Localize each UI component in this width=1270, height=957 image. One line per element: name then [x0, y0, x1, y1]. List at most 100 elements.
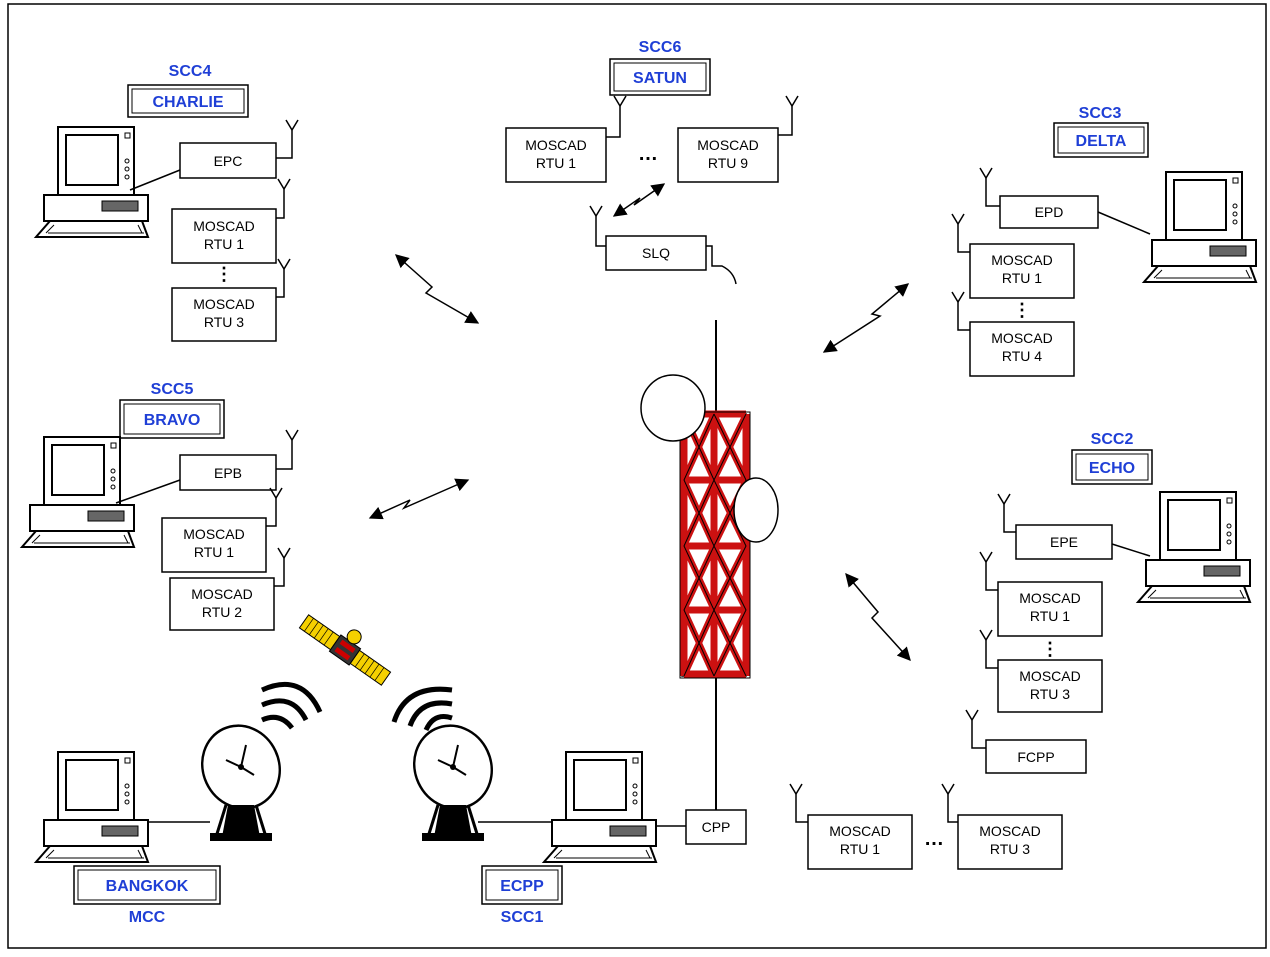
antenna-icon — [785, 95, 799, 131]
site-code: SCC3 — [1079, 105, 1122, 122]
rtu-box[interactable] — [505, 127, 607, 183]
rtu-box[interactable] — [957, 814, 1063, 870]
cpp-rtu-group: MOSCAD RTU 1 … MOSCAD RTU 3 — [789, 783, 1063, 870]
site-code: MCC — [129, 909, 166, 926]
antenna-icon — [589, 205, 603, 241]
antenna-icon — [277, 258, 291, 294]
rtu-label-line2: RTU 3 — [204, 314, 244, 330]
rtu-label-line2: RTU 1 — [536, 155, 576, 171]
rtu-label-line1: MOSCAD — [991, 330, 1052, 346]
antenna-icon — [277, 178, 291, 214]
ep-label: EPE — [1050, 534, 1078, 550]
computer-icon[interactable] — [1143, 171, 1257, 283]
rtu-box[interactable] — [997, 659, 1103, 713]
rtu-box[interactable] — [677, 127, 779, 183]
radio-links — [368, 254, 911, 662]
slq-box[interactable] — [605, 235, 707, 271]
antenna-icon — [951, 291, 965, 327]
rtu-label-line2: RTU 1 — [840, 841, 880, 857]
site-name: SATUN — [633, 70, 687, 87]
ellipsis-vertical: ⋮ — [215, 264, 233, 284]
site-name: DELTA — [1076, 133, 1127, 150]
rtu-box[interactable] — [171, 287, 277, 342]
ellipsis-horizontal: … — [924, 828, 944, 850]
rtu-label-line1: MOSCAD — [1019, 668, 1080, 684]
site-name: BRAVO — [144, 412, 201, 429]
rtu-label-line1: MOSCAD — [1019, 590, 1080, 606]
site-code: SCC1 — [501, 909, 544, 926]
rtu-label-line2: RTU 3 — [990, 841, 1030, 857]
radio-link-arrow — [822, 283, 910, 353]
site-mcc: BANGKOK MCC — [35, 681, 323, 926]
antenna-icon — [979, 167, 993, 203]
site-scc6: SCC6 SATUN MOSCAD RTU 1 … MOSCAD RTU 9 S… — [505, 39, 799, 285]
tower-lattice-red — [679, 410, 751, 679]
radio-link-arrow — [368, 478, 470, 520]
site-name: BANGKOK — [106, 878, 189, 895]
radio-tower: CPP — [640, 320, 779, 845]
site-scc4: SCC4 CHARLIE EPC MOSCAD RTU 1 ⋮ MOSCAD R… — [35, 63, 299, 342]
rtu-label-line2: RTU 9 — [708, 155, 748, 171]
rtu-label-line2: RTU 3 — [1030, 686, 1070, 702]
computer-icon[interactable] — [21, 436, 135, 548]
site-code: SCC2 — [1091, 431, 1134, 448]
computer-icon[interactable] — [35, 751, 149, 863]
ep-box[interactable] — [999, 195, 1099, 229]
ellipsis-vertical: ⋮ — [1013, 300, 1031, 320]
site-scc5: SCC5 BRAVO EPB MOSCAD RTU 1 MOSCAD RTU 2 — [21, 381, 299, 631]
rtu-box[interactable] — [161, 517, 267, 573]
rtu-label-line2: RTU 1 — [1002, 270, 1042, 286]
cpp-box[interactable] — [685, 809, 747, 845]
signal-waves — [391, 686, 453, 732]
ep-box[interactable] — [179, 142, 277, 179]
rtu-box[interactable] — [169, 577, 275, 631]
rtu-label-line1: MOSCAD — [191, 586, 252, 602]
antenna-icon — [951, 213, 965, 249]
cpp-label: CPP — [702, 819, 731, 835]
ep-box[interactable] — [1015, 524, 1113, 560]
site-code: SCC6 — [639, 39, 682, 56]
computer-icon[interactable] — [1137, 491, 1251, 603]
antenna-icon — [965, 709, 979, 745]
slq-label: SLQ — [642, 245, 670, 261]
rtu-label-line2: RTU 1 — [204, 236, 244, 252]
site-code: SCC5 — [151, 381, 194, 398]
ellipsis-horizontal: … — [638, 143, 658, 165]
site-scc2: SCC2 ECHO EPE MOSCAD RTU 1 ⋮ MOSCAD RTU … — [965, 431, 1251, 774]
rtu-label-line1: MOSCAD — [991, 252, 1052, 268]
fcpp-box[interactable] — [985, 739, 1087, 774]
rtu-box[interactable] — [171, 208, 277, 264]
computer-icon[interactable] — [543, 751, 657, 863]
outer-frame — [7, 3, 1267, 949]
rtu-box[interactable] — [969, 243, 1075, 299]
site-name: ECHO — [1089, 460, 1135, 477]
rtu-label-line1: MOSCAD — [829, 823, 890, 839]
antenna-icon — [269, 487, 283, 523]
ep-label: EPC — [214, 153, 243, 169]
rtu-label-line1: MOSCAD — [193, 218, 254, 234]
radio-link-arrow — [845, 572, 911, 662]
ep-box[interactable] — [179, 454, 277, 491]
antenna-icon — [979, 551, 993, 587]
slq-cable — [706, 245, 737, 285]
rtu-label-line1: MOSCAD — [525, 137, 586, 153]
rtu-box[interactable] — [969, 321, 1075, 377]
rtu-box[interactable] — [807, 814, 913, 870]
rtu-label-line1: MOSCAD — [697, 137, 758, 153]
computer-icon[interactable] — [35, 126, 149, 238]
rtu-label-line2: RTU 2 — [202, 604, 242, 620]
rtu-label-line2: RTU 4 — [1002, 348, 1042, 364]
ep-label: EPB — [214, 465, 242, 481]
antenna-icon — [285, 119, 299, 155]
antenna-icon — [277, 547, 291, 583]
signal-waves — [260, 681, 323, 730]
fcpp-label: FCPP — [1017, 749, 1054, 765]
rtu-box[interactable] — [997, 581, 1103, 637]
antenna-icon — [789, 783, 803, 819]
microwave-dish — [733, 477, 779, 543]
radio-link-arrow — [394, 254, 480, 324]
rtu-label-line1: MOSCAD — [979, 823, 1040, 839]
rtu-label-line1: MOSCAD — [193, 296, 254, 312]
radio-link-arrow — [612, 183, 666, 217]
